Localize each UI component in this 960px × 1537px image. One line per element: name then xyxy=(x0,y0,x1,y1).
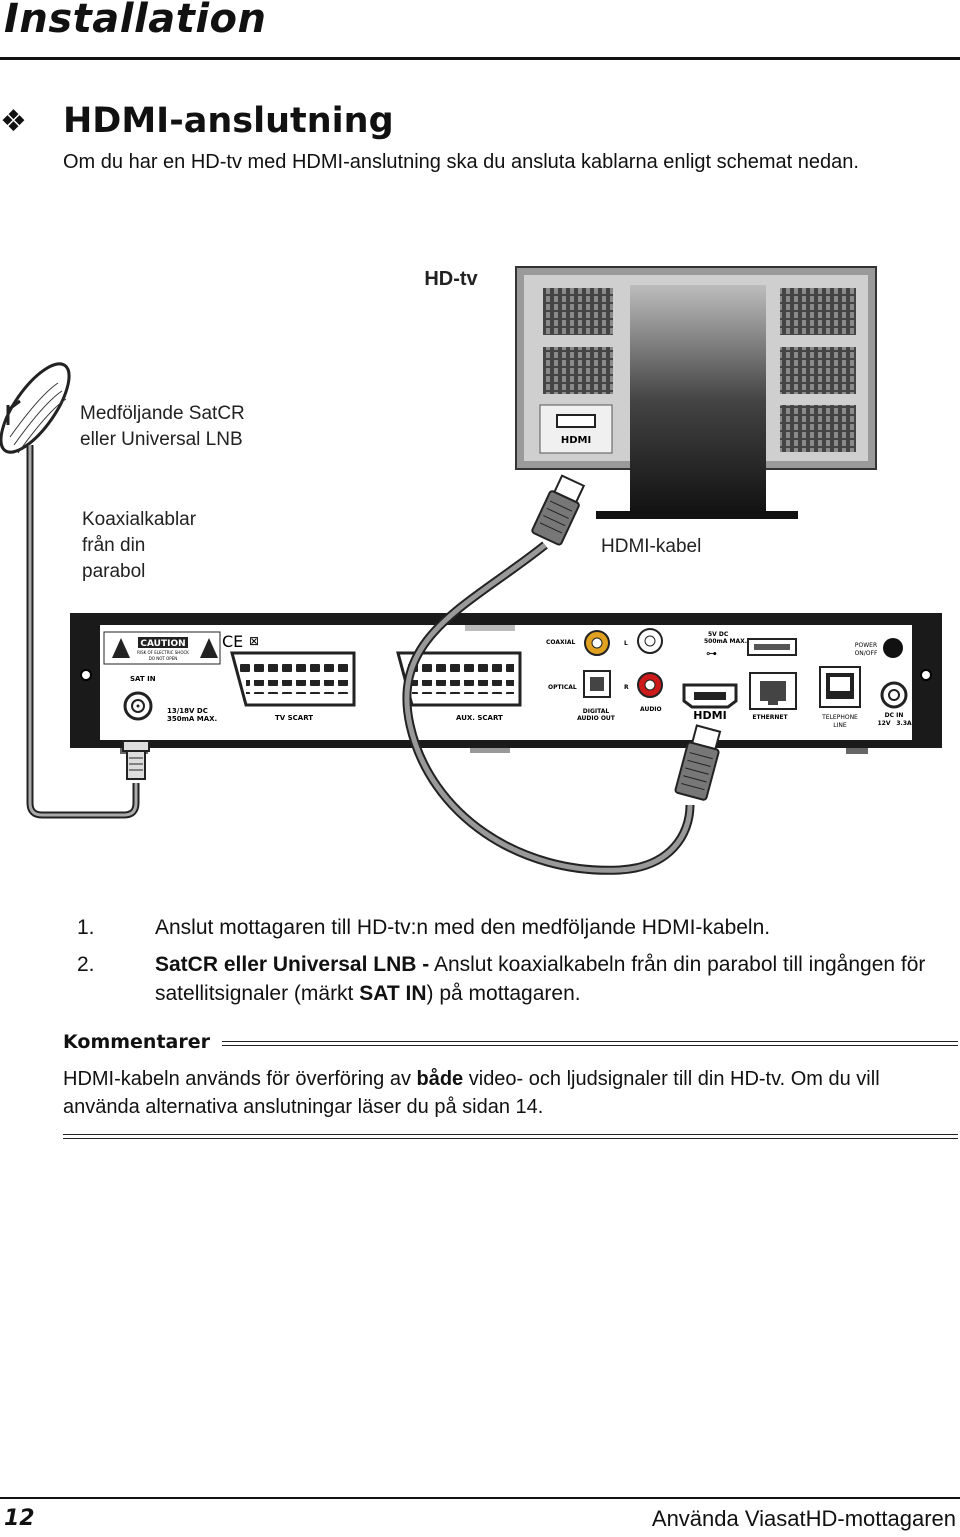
usb-icon: ⊶ xyxy=(706,647,717,660)
title-rule xyxy=(0,57,960,60)
step-bold-lead: SatCR eller Universal LNB - xyxy=(155,953,430,976)
audio-l-label: L xyxy=(624,640,628,647)
audio-label: AUDIO xyxy=(640,706,662,713)
comments-text-after: video- och ljudsignaler till din HD-tv. … xyxy=(63,1068,880,1118)
step-body-end: ) på mottagaren. xyxy=(426,982,581,1005)
intro-text: Om du har en HD-tv med HDMI-anslutning s… xyxy=(63,151,859,173)
step-2: 2. SatCR eller Universal LNB - Anslut ko… xyxy=(63,950,943,1008)
telephone-label-2: LINE xyxy=(833,722,847,729)
tv-scart-label: TV SCART xyxy=(275,714,313,722)
footer-text: Använda ViasatHD-mottagaren xyxy=(651,1506,956,1531)
ce-mark: CE xyxy=(222,632,243,651)
footer-rule xyxy=(0,1497,960,1499)
step-text: Anslut mottagaren till HD-tv:n med den m… xyxy=(155,916,771,939)
tv-hdmi-logo: HDMI xyxy=(561,435,591,446)
dc-in-label-1: DC IN xyxy=(885,712,904,719)
caution-label: CAUTION xyxy=(140,639,185,649)
weee-bin-icon: ⊠ xyxy=(249,634,259,648)
power-label-1: POWER xyxy=(855,642,877,649)
step-number: 1. xyxy=(77,916,95,939)
dc-in-label-2: 12V xyxy=(878,720,891,727)
telephone-label-1: TELEPHONE xyxy=(821,714,858,721)
hd-tv: HDMI xyxy=(515,266,877,519)
optical-label: OPTICAL xyxy=(548,684,577,691)
digital-audio-out-label-2: AUDIO OUT xyxy=(577,715,616,722)
sat-power-max-label: 350mA MAX. xyxy=(167,715,217,723)
coax-label-line3: parabol xyxy=(82,561,145,582)
comments-text: HDMI-kabeln används för överföring av bå… xyxy=(63,1065,953,1121)
usb-power-label: 5V DC xyxy=(708,631,729,638)
usb-power-max-label: 500mA MAX. xyxy=(704,638,747,645)
page-title: Installation xyxy=(4,0,267,42)
caution-sub1: RISK OF ELECTRIC SHOCK xyxy=(137,650,189,655)
ethernet-label: ETHERNET xyxy=(752,714,788,721)
section-heading: HDMI-anslutning xyxy=(63,101,394,141)
step-1: 1. Anslut mottagaren till HD-tv:n med de… xyxy=(63,913,943,942)
coaxial-label: COAXIAL xyxy=(546,639,575,646)
receiver-back-panel: CAUTION RISK OF ELECTRIC SHOCK DO NOT OP… xyxy=(70,613,942,754)
sat-in-label: SAT IN xyxy=(130,675,156,683)
comments-text-before: HDMI-kabeln används för överföring av xyxy=(63,1068,417,1090)
coaxial-cable xyxy=(26,445,150,819)
caution-sub2: DO NOT OPEN xyxy=(149,656,177,661)
instruction-steps: 1. Anslut mottagaren till HD-tv:n med de… xyxy=(63,913,943,1016)
coax-label-line1: Koaxialkablar xyxy=(82,509,197,530)
page-number: 12 xyxy=(4,1506,35,1531)
step-bold-sat-in: SAT IN xyxy=(359,982,427,1005)
satellite-dish-icon xyxy=(0,362,71,454)
lnb-label-line1: Medföljande SatCR xyxy=(80,403,245,424)
hdmi-cable xyxy=(402,474,722,875)
hdmi-cable-label: HDMI-kabel xyxy=(601,536,701,557)
dc-in-label-3: 3.3A xyxy=(896,720,912,727)
step-number: 2. xyxy=(77,953,95,976)
power-label-2: ON/OFF xyxy=(855,650,878,657)
comments-end-rule xyxy=(63,1134,958,1139)
lnb-label-line2: eller Universal LNB xyxy=(80,429,243,450)
step-text: SatCR eller Universal LNB - Anslut koaxi… xyxy=(155,950,943,1008)
coax-label-line2: från din xyxy=(82,535,145,556)
digital-audio-out-label-1: DIGITAL xyxy=(583,708,610,715)
aux-scart-label: AUX. SCART xyxy=(456,714,503,722)
connection-diagram: HDMI CAUTION RISK OF ELECTRIC SHOCK DO N… xyxy=(0,266,942,875)
comments-heading: Kommentarer xyxy=(63,1031,210,1053)
tv-label: HD-tv xyxy=(424,268,478,290)
step-body: Anslut koaxialkabeln från din parabol ti… xyxy=(155,953,926,1005)
audio-r-label: R xyxy=(624,684,629,691)
section-bullet-icon: ❖ xyxy=(0,104,27,139)
comments-rule xyxy=(222,1041,958,1046)
receiver-hdmi-logo: HDMI xyxy=(693,709,726,722)
comments-text-bold: både xyxy=(416,1068,464,1090)
sat-power-label: 13/18V DC xyxy=(167,707,208,715)
